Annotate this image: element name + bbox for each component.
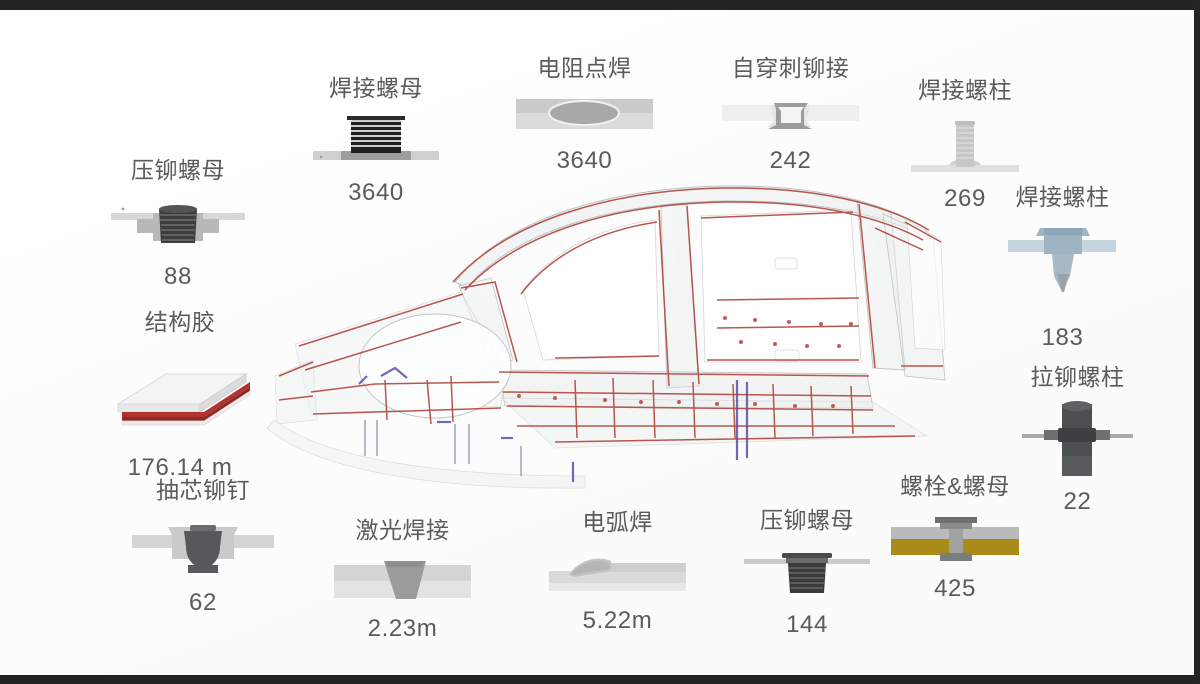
callout-label: 电阻点焊 bbox=[537, 55, 632, 81]
letterbox-bar-top bbox=[0, 0, 1200, 10]
callout-pull-rivet-stud[interactable]: 拉铆螺柱 22 bbox=[1020, 364, 1135, 515]
callout-weld-nut[interactable]: 焊接螺母 3640 bbox=[307, 75, 445, 206]
callout-label: 焊接螺母 bbox=[329, 75, 423, 101]
callout-value: 5.22m bbox=[582, 606, 653, 634]
callout-label: 焊接螺柱 bbox=[918, 77, 1012, 103]
callout-press-nut-bottom[interactable]: 压铆螺母 144 bbox=[742, 507, 872, 638]
callout-label: 电弧焊 bbox=[582, 509, 653, 535]
laser-weld-seam-icon bbox=[330, 553, 475, 609]
callout-value: 269 bbox=[944, 184, 986, 212]
callout-value: 2.23m bbox=[367, 614, 438, 642]
callout-arc-weld[interactable]: 电弧焊 5.22m bbox=[545, 509, 690, 634]
callout-label: 自穿刺铆接 bbox=[731, 55, 850, 81]
callout-value: 176.14 m bbox=[127, 453, 233, 481]
callout-value: 425 bbox=[934, 574, 976, 602]
spot-weld-nugget-icon bbox=[512, 91, 657, 141]
callout-value: 22 bbox=[1063, 487, 1092, 515]
callout-label: 压铆螺母 bbox=[131, 157, 225, 183]
pull-rivet-stud-icon bbox=[1020, 400, 1135, 482]
arc-weld-bead-icon bbox=[545, 545, 690, 601]
callout-label: 激光焊接 bbox=[355, 517, 450, 543]
callout-weld-stud-top[interactable]: 焊接螺柱 269 bbox=[905, 77, 1025, 212]
callout-blind-rivet[interactable]: 抽芯铆钉 62 bbox=[128, 477, 278, 616]
press-rivet-nut-icon bbox=[742, 543, 872, 605]
callout-label: 压铆螺母 bbox=[760, 507, 854, 533]
callout-value: 3640 bbox=[556, 146, 613, 174]
weld-stud-blue-icon bbox=[1000, 220, 1125, 304]
callout-weld-stud-right[interactable]: 焊接螺柱 183 bbox=[1000, 184, 1125, 351]
callout-value: 3640 bbox=[348, 178, 404, 206]
callout-label: 结构胶 bbox=[144, 309, 216, 335]
callout-label: 拉铆螺柱 bbox=[1030, 364, 1125, 390]
callout-label: 螺栓&螺母 bbox=[900, 473, 1010, 499]
body-in-white-graphic bbox=[255, 170, 955, 520]
press-rivet-nut-icon bbox=[103, 193, 253, 257]
adhesive-bead-icon bbox=[100, 360, 260, 430]
callout-laser-weld[interactable]: 激光焊接 2.23m bbox=[330, 517, 475, 642]
callout-label: 抽芯铆钉 bbox=[156, 477, 250, 503]
callout-value: 88 bbox=[164, 262, 192, 290]
blind-rivet-icon bbox=[128, 513, 278, 583]
bolt-nut-icon bbox=[885, 509, 1025, 569]
letterbox-bar-bottom bbox=[0, 675, 1200, 684]
callout-press-nut-left[interactable]: 压铆螺母 88 bbox=[103, 157, 253, 290]
letterbox-bar-right bbox=[1194, 0, 1200, 684]
callout-self-piercing-rivet[interactable]: 自穿刺铆接 242 bbox=[718, 55, 863, 174]
callout-value: 62 bbox=[189, 588, 217, 616]
callout-value: 242 bbox=[769, 146, 812, 174]
callout-value: 144 bbox=[786, 610, 828, 638]
callout-label: 焊接螺柱 bbox=[1015, 184, 1110, 210]
callout-value: 183 bbox=[1041, 323, 1084, 351]
callout-resistance-spot-weld[interactable]: 电阻点焊 3640 bbox=[512, 55, 657, 174]
weld-nut-icon bbox=[307, 111, 445, 173]
weld-stud-icon bbox=[905, 113, 1025, 179]
self-piercing-rivet-icon bbox=[718, 91, 863, 141]
callout-bolt-and-nut[interactable]: 螺栓&螺母 425 bbox=[885, 473, 1025, 602]
callout-structural-adhesive[interactable]: 结构胶 176.14 m bbox=[100, 309, 260, 481]
infographic-canvas: 压铆螺母 88 结构胶 bbox=[0, 10, 1194, 675]
